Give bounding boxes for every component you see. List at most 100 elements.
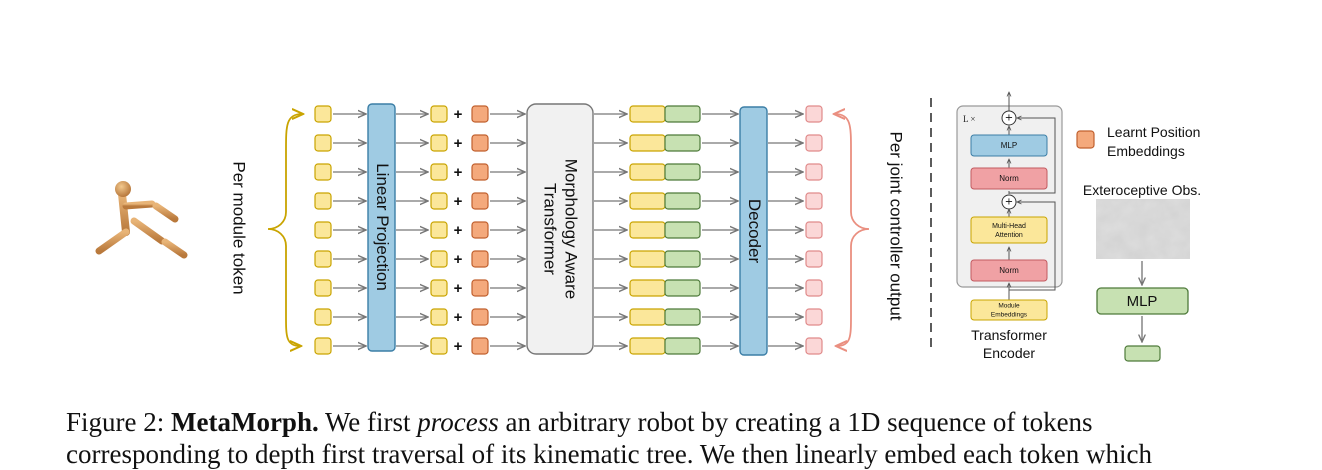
encoder-attention-box <box>970 216 1048 244</box>
svg-text:+: + <box>1005 113 1013 124</box>
controller-output-token <box>805 221 823 239</box>
plus-sign: + <box>454 251 463 268</box>
position-embedding-token <box>471 279 489 297</box>
robot-icon <box>95 181 216 259</box>
output-token-green <box>664 163 701 181</box>
module-token <box>314 192 332 210</box>
position-embedding-token <box>471 192 489 210</box>
encoder-caption-line1: Transformer <box>971 327 1047 343</box>
module-token <box>314 250 332 268</box>
linear-projection-label: Linear Projection <box>373 163 392 291</box>
output-token-green <box>664 134 701 152</box>
transformer-encoder: L × + + MLP Norm Multi-Head Attention No… <box>956 92 1063 361</box>
token-row: + <box>314 134 823 152</box>
terrain-image <box>1096 199 1190 259</box>
plus-sign: + <box>454 193 463 210</box>
plus-sign: + <box>454 222 463 239</box>
linear-projection-block: Linear Projection <box>367 103 396 352</box>
output-token-yellow <box>629 105 666 123</box>
token-rows: + + + + + + + + + <box>314 105 823 355</box>
encoder-caption-line2: Encoder <box>983 345 1035 361</box>
legend-label-line2: Embeddings <box>1107 143 1185 159</box>
legend-swatch <box>1076 130 1095 149</box>
controller-output-token <box>805 279 823 297</box>
position-embedding-token <box>471 337 489 355</box>
right-label: Per joint controller output <box>887 132 906 321</box>
output-token-yellow <box>629 134 666 152</box>
legend-label-line1: Learnt Position <box>1107 124 1200 140</box>
output-token-green <box>664 337 701 355</box>
caption-title: MetaMorph. <box>171 407 319 437</box>
output-token-green <box>664 308 701 326</box>
embedded-token <box>430 221 448 239</box>
embedded-token <box>430 105 448 123</box>
module-token <box>314 337 332 355</box>
caption-mid: We first <box>318 407 418 437</box>
plus-sign: + <box>454 164 463 181</box>
left-brace <box>267 114 302 346</box>
transformer-label-line1: Morphology Aware <box>562 159 581 300</box>
controller-output-token <box>805 192 823 210</box>
position-embedding-token <box>471 250 489 268</box>
embedded-token <box>430 250 448 268</box>
exteroceptive-branch: Exteroceptive Obs. MLP <box>1083 182 1201 362</box>
caption-line-2: corresponding to depth first traversal o… <box>66 439 1152 469</box>
position-embedding-token <box>471 134 489 152</box>
position-embedding-token <box>471 221 489 239</box>
transformer-label-line2: Transformer <box>541 183 560 275</box>
controller-output-token <box>805 163 823 181</box>
legend: Learnt Position Embeddings <box>1076 124 1200 159</box>
controller-output-token <box>805 308 823 326</box>
plus-sign: + <box>454 338 463 355</box>
caption-rest: an arbitrary robot by creating a 1D sequ… <box>498 407 1093 437</box>
module-token <box>314 279 332 297</box>
output-token-green <box>664 221 701 239</box>
extero-mlp-box <box>1096 287 1189 315</box>
add-circle-middle <box>1001 194 1017 210</box>
module-token <box>314 134 332 152</box>
encoder-norm-bottom-box <box>970 259 1048 282</box>
embedded-token <box>430 279 448 297</box>
repeat-label: L × <box>963 114 976 124</box>
encoder-embed-box <box>970 299 1048 321</box>
module-token <box>314 308 332 326</box>
output-token-green <box>664 105 701 123</box>
token-row: + <box>314 192 823 210</box>
extero-mlp-label: MLP <box>1127 293 1158 310</box>
transformer-block: Morphology Aware Transformer <box>526 103 594 355</box>
decoder-block: Decoder <box>739 106 768 356</box>
svg-text:+: + <box>1005 197 1013 208</box>
encoder-attention-line1: Multi-Head <box>992 223 1026 230</box>
token-row: + <box>314 105 823 123</box>
encoder-mlp-box <box>970 134 1048 157</box>
encoder-norm-top-box <box>970 167 1048 190</box>
encoder-norm-top-label: Norm <box>999 174 1019 183</box>
output-token-yellow <box>629 337 666 355</box>
decoder-label: Decoder <box>745 199 764 264</box>
output-token-yellow <box>629 163 666 181</box>
controller-output-token <box>805 134 823 152</box>
caption-line-1: Figure 2: MetaMorph. We first process an… <box>66 406 1256 438</box>
add-circle-top <box>1001 110 1017 126</box>
caption-prefix: Figure 2: <box>66 407 171 437</box>
right-brace <box>835 114 870 346</box>
figure-caption: Figure 2: MetaMorph. We first process an… <box>66 406 1256 470</box>
embedded-token <box>430 192 448 210</box>
left-label: Per module token <box>230 161 249 294</box>
token-row: + <box>314 221 823 239</box>
plus-sign: + <box>454 135 463 152</box>
output-token-green <box>664 279 701 297</box>
output-token-yellow <box>629 221 666 239</box>
position-embedding-token <box>471 105 489 123</box>
module-token <box>314 221 332 239</box>
token-row: + <box>314 337 823 355</box>
controller-output-token <box>805 337 823 355</box>
module-token <box>314 105 332 123</box>
plus-sign: + <box>454 106 463 123</box>
output-token-yellow <box>629 279 666 297</box>
output-token-yellow <box>629 308 666 326</box>
embedded-token <box>430 337 448 355</box>
token-row: + <box>314 308 823 326</box>
encoder-embed-line2: Embeddings <box>991 312 1028 319</box>
token-row: + <box>314 279 823 297</box>
